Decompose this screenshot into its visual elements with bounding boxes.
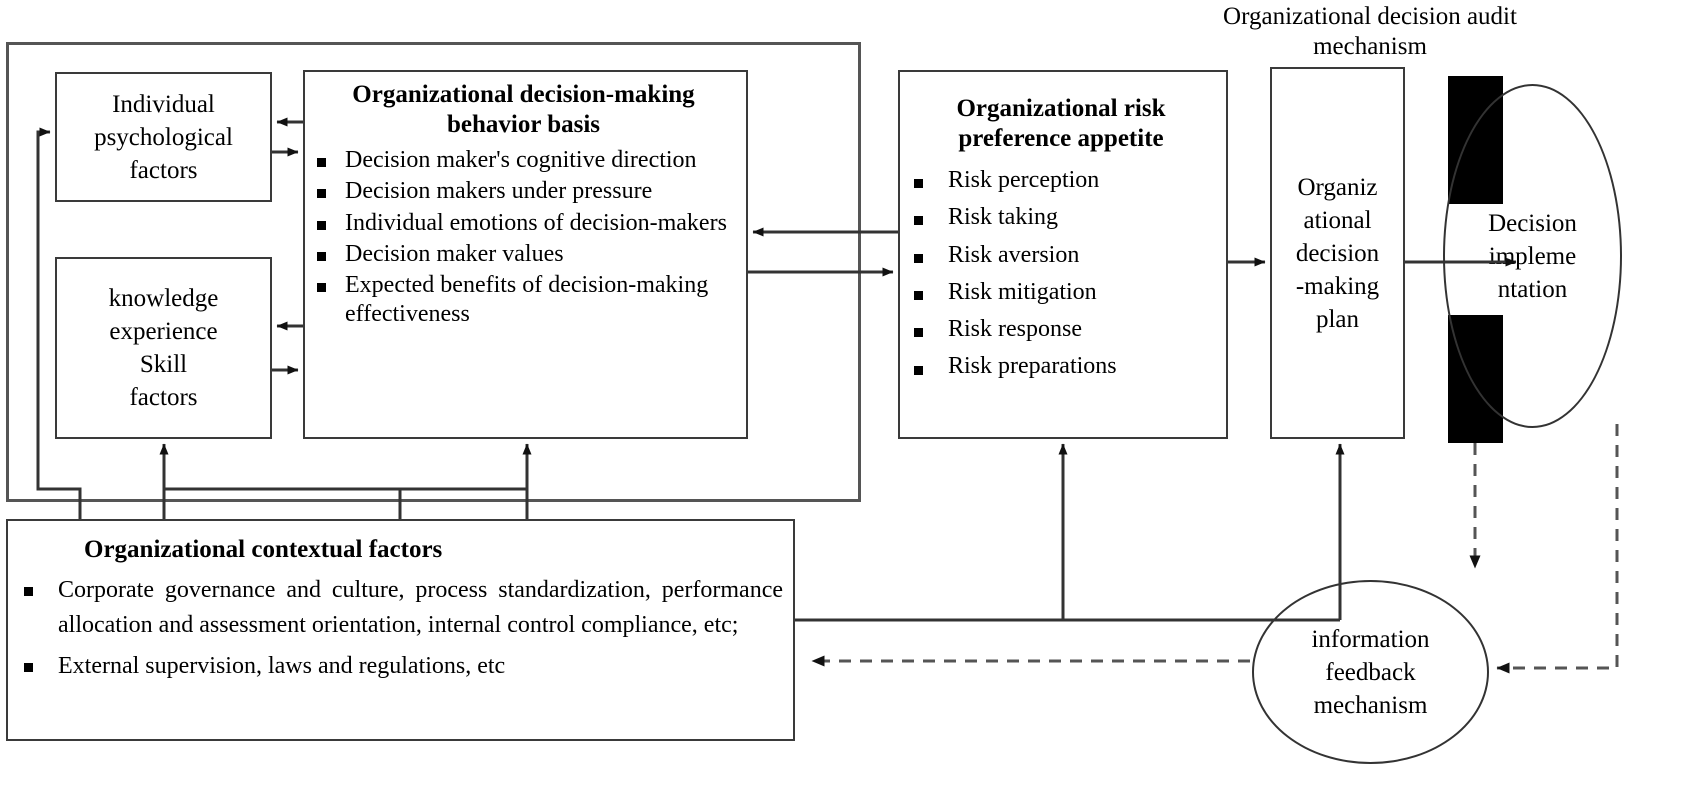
contextual-factors-box[interactable]: Organizational contextual factors Corpor… bbox=[6, 519, 795, 741]
knowledge-experience-skill-factors-box[interactable]: knowledge experience Skill factors bbox=[55, 257, 272, 439]
behavior-basis-bullet: Decision maker's cognitive direction bbox=[305, 146, 742, 175]
risk-preference-bullet: Risk taking bbox=[900, 203, 1222, 232]
risk-preference-title: Organizational risk preference appetite bbox=[900, 94, 1222, 154]
kesf-line-4: factors bbox=[129, 384, 198, 411]
kesf-line-3: Skill bbox=[139, 351, 188, 378]
behavior-basis-bullet-list: Decision maker's cognitive direction Dec… bbox=[305, 146, 742, 330]
behavior-basis-title-line-1: Organizational decision-making bbox=[352, 81, 695, 108]
impl-line-2: impleme bbox=[1488, 242, 1577, 270]
risk-preference-bullet: Risk response bbox=[900, 315, 1222, 344]
audit-mechanism-caption: Organizational decision audit mechanism bbox=[1190, 2, 1550, 62]
behavior-basis-bullet: Expected benefits of decision-making eff… bbox=[305, 271, 742, 330]
contextual-factors-bullet-list: Corporate governance and culture, proces… bbox=[8, 573, 783, 683]
feedback-line-1: information bbox=[1311, 625, 1430, 653]
feedback-line-2: feedback bbox=[1325, 658, 1416, 686]
plan-line-5: plan bbox=[1315, 305, 1360, 333]
risk-preference-title-line-1: Organizational risk bbox=[956, 95, 1166, 122]
contextual-factors-bullet: External supervision, laws and regulatio… bbox=[8, 649, 783, 684]
risk-preference-bullet-list: Risk perception Risk taking Risk aversio… bbox=[900, 166, 1222, 382]
plan-line-1: Organiz bbox=[1297, 173, 1378, 201]
risk-preference-bullet: Risk mitigation bbox=[900, 278, 1222, 307]
risk-preference-bullet: Risk preparations bbox=[900, 352, 1222, 381]
risk-preference-bullet: Risk perception bbox=[900, 166, 1222, 195]
risk-preference-bullet: Risk aversion bbox=[900, 241, 1222, 270]
individual-psychological-factors-box[interactable]: Individual psychological factors bbox=[55, 72, 272, 202]
decision-making-plan-box[interactable]: Organiz ational decision -making plan bbox=[1270, 67, 1405, 439]
kesf-line-2: experience bbox=[109, 318, 218, 345]
audit-mechanism-caption-text: Organizational decision audit mechanism bbox=[1223, 3, 1517, 60]
dashed-implementation-to-feedback bbox=[1496, 424, 1619, 674]
behavior-basis-bullet: Individual emotions of decision-makers bbox=[305, 209, 742, 238]
impl-line-1: Decision bbox=[1488, 209, 1577, 237]
contextual-factors-bullet: Corporate governance and culture, proces… bbox=[8, 573, 783, 643]
behavior-basis-title-line-2: behavior basis bbox=[446, 111, 601, 138]
contextual-factors-title: Organizational contextual factors bbox=[84, 536, 443, 563]
feedback-line-3: mechanism bbox=[1313, 691, 1428, 719]
behavior-basis-bullet: Decision maker values bbox=[305, 240, 742, 269]
behavior-basis-box[interactable]: Organizational decision-making behavior … bbox=[303, 70, 748, 439]
impl-line-3: ntation bbox=[1497, 275, 1568, 303]
behavior-basis-title: Organizational decision-making behavior … bbox=[305, 80, 742, 140]
plan-line-4: -making bbox=[1295, 272, 1380, 300]
risk-preference-title-line-2: preference appetite bbox=[958, 125, 1164, 152]
ipf-line-1: Individual bbox=[112, 90, 215, 118]
plan-line-2: ational bbox=[1303, 206, 1372, 234]
information-feedback-mechanism-ellipse[interactable]: information feedback mechanism bbox=[1252, 580, 1489, 764]
plan-line-3: decision bbox=[1295, 239, 1380, 267]
behavior-basis-bullet: Decision makers under pressure bbox=[305, 177, 742, 206]
risk-preference-appetite-box[interactable]: Organizational risk preference appetite … bbox=[898, 70, 1228, 439]
kesf-line-1: knowledge bbox=[108, 285, 219, 312]
ipf-line-3: factors bbox=[129, 156, 198, 184]
ipf-line-2: psychological bbox=[94, 123, 233, 151]
decision-implementation-ellipse[interactable]: Decision impleme ntation bbox=[1443, 84, 1622, 428]
